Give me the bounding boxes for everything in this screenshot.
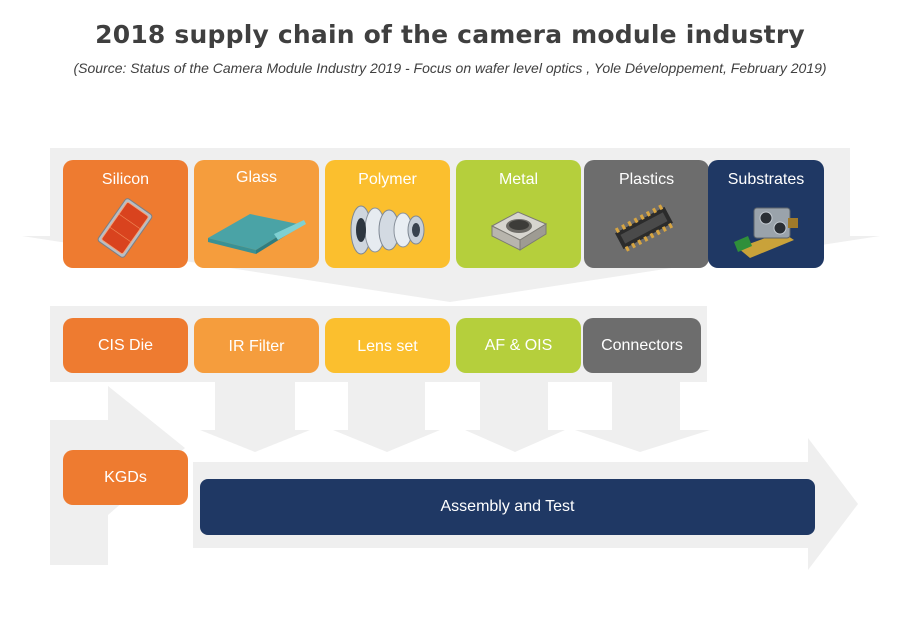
material-label: Glass (236, 169, 277, 186)
assembly-test-box: Assembly and Test (200, 479, 815, 535)
material-substrates: Substrates (708, 160, 824, 268)
down-arrow-lens (333, 382, 440, 452)
material-polymer: Polymer (325, 160, 450, 268)
down-arrow-afois (465, 382, 565, 452)
component-label: AF & OIS (484, 336, 553, 354)
glass-sheet-icon (194, 196, 319, 264)
material-glass: Glass (194, 160, 319, 268)
component-label: IR Filter (228, 337, 285, 355)
component-ir-filter: IR Filter (194, 318, 319, 373)
material-label: Silicon (101, 171, 150, 188)
down-arrow-irfilter (200, 382, 310, 452)
metal-frame-icon (456, 196, 581, 264)
camera-board-icon (708, 196, 824, 264)
component-label: Connectors (601, 336, 683, 354)
kgd-box: KGDs (63, 450, 188, 505)
lens-barrel-icon (325, 196, 450, 264)
material-label: Substrates (727, 171, 805, 188)
material-metal: Metal (456, 160, 581, 268)
material-label: Polymer (358, 171, 417, 188)
assembly-label: Assembly and Test (440, 498, 575, 515)
material-label: Plastics (618, 171, 675, 188)
source-subtitle: (Source: Status of the Camera Module Ind… (73, 60, 827, 76)
material-label: Metal (498, 171, 539, 188)
connector-chip-icon (584, 196, 709, 264)
component-af-ois: AF & OIS (456, 318, 581, 373)
material-plastics: Plastics (584, 160, 709, 268)
component-connectors: Connectors (583, 318, 701, 373)
component-label: CIS Die (97, 336, 154, 354)
component-label: Lens set (357, 337, 418, 355)
silicon-wafer-icon (63, 196, 188, 264)
page-title: 2018 supply chain of the camera module i… (95, 20, 805, 49)
material-silicon: Silicon (63, 160, 188, 268)
kgd-label: KGDs (104, 468, 147, 486)
down-arrow-connectors (575, 382, 710, 452)
component-lens-set: Lens set (325, 318, 450, 373)
component-cis-die: CIS Die (63, 318, 188, 373)
